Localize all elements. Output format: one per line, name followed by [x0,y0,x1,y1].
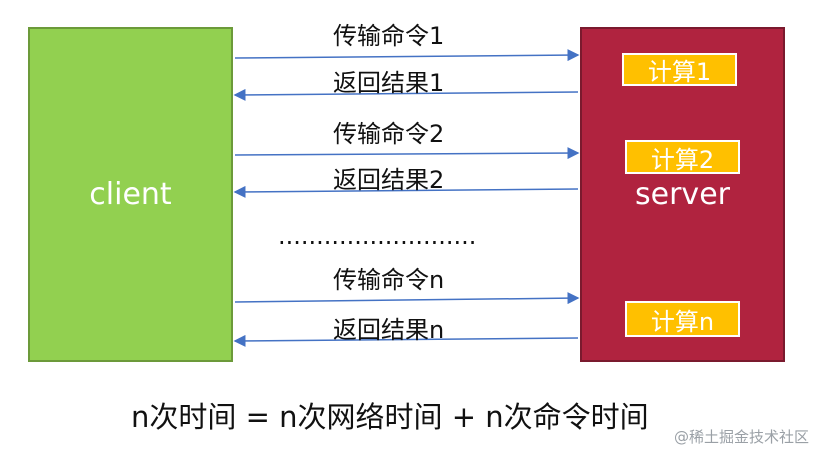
arrow-send-1 [234,49,580,62]
message-send-n: 传输命令n [333,266,445,294]
message-return-1: 返回结果1 [333,69,445,97]
compute-label-1: 计算1 [647,58,712,86]
compute-label-2: 计算2 [650,145,715,174]
arrow-return-2 [233,185,579,198]
compute-label-n: 计算n [650,307,715,336]
compute-box-1: 计算1 [622,53,737,86]
arrow-return-n [233,334,579,347]
arrow-return-1 [233,88,579,101]
arrow-send-2 [234,147,580,160]
client-box: client [28,27,233,362]
ellipsis-divider: .......................... [278,222,477,250]
message-return-n: 返回结果n [333,316,445,344]
message-return-2: 返回结果2 [333,166,445,194]
time-formula: n次时间 = n次网络时间 + n次命令时间 [131,400,649,434]
compute-box-2: 计算2 [625,140,740,174]
arrow-send-n [234,292,580,305]
client-label: client [89,177,172,212]
watermark: @稀土掘金技术社区 [673,428,809,446]
compute-box-n: 计算n [625,301,740,337]
message-send-2: 传输命令2 [333,120,445,148]
server-label: server [635,177,730,212]
message-send-1: 传输命令1 [333,22,445,50]
